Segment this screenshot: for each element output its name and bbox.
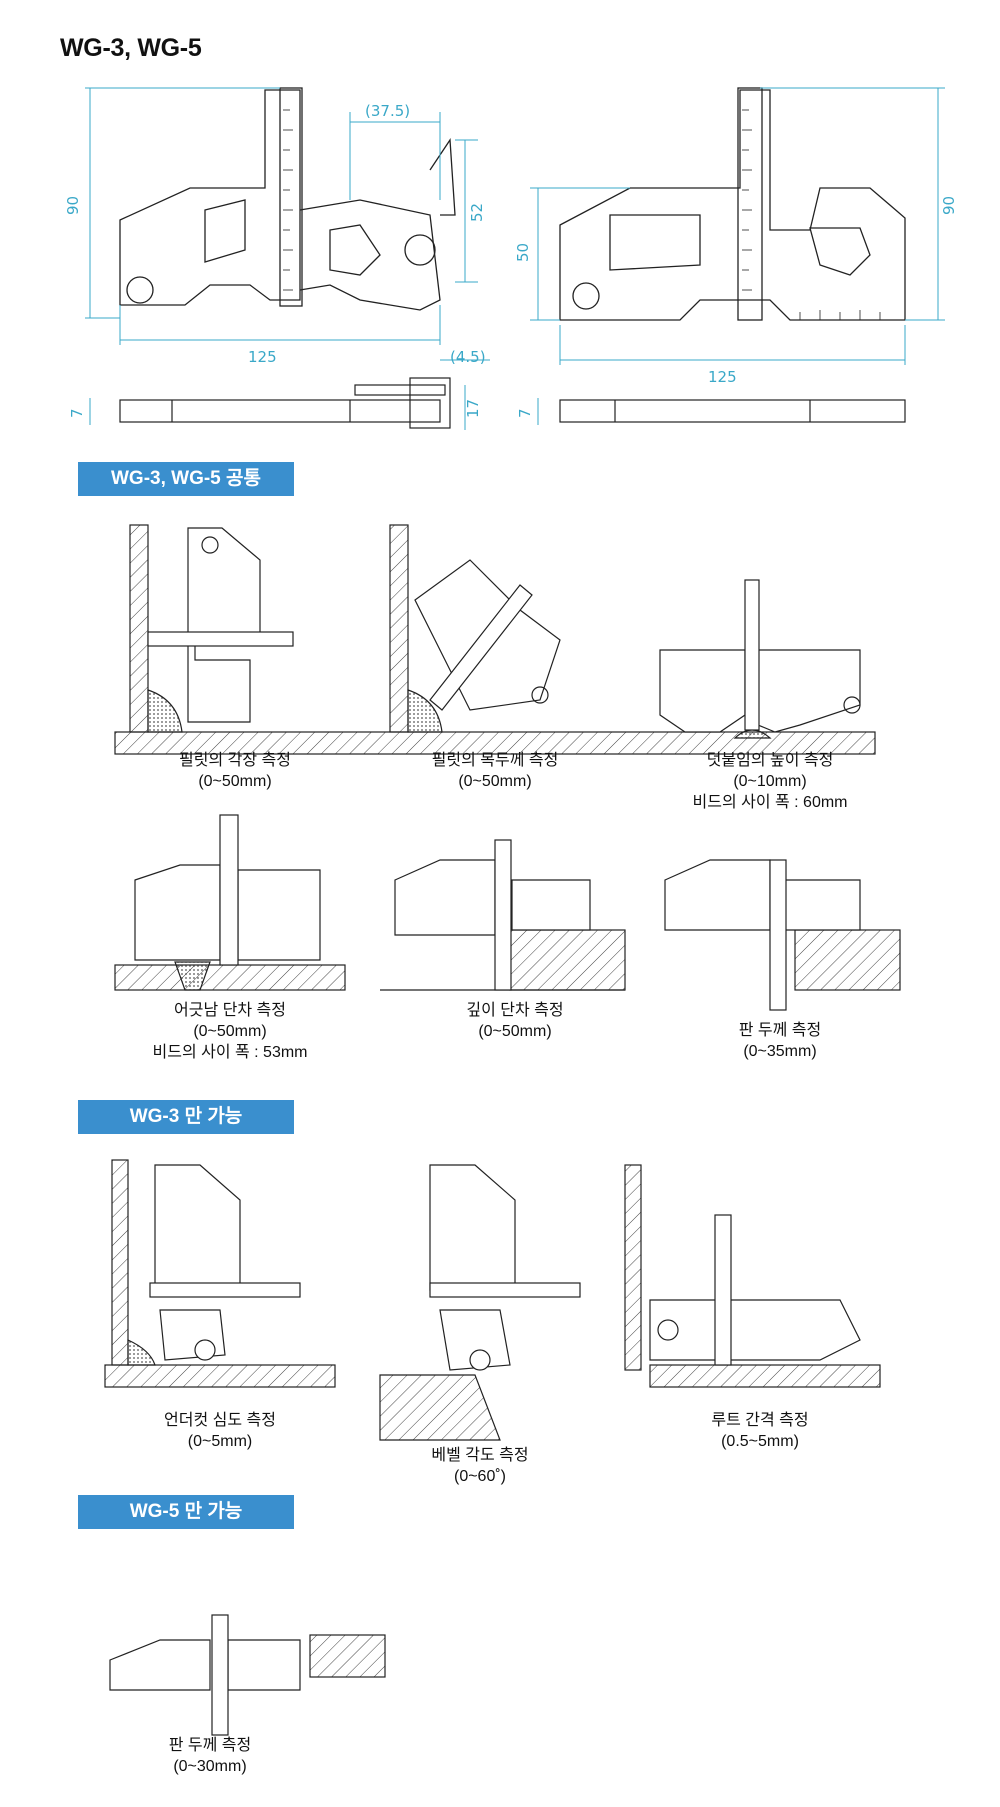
caption-range: (0~30mm) (173, 1758, 247, 1775)
dim-left-overhang: (4.5) (450, 348, 486, 366)
illus-depth-step (380, 839, 626, 991)
section-band-wg5-only: WG-5 만 가능 (78, 1495, 294, 1529)
caption-title: 언더컷 심도 측정 (164, 1412, 276, 1429)
wg3-front-view (119, 87, 456, 311)
illus-plate-thickness-wg5 (109, 1614, 386, 1736)
dim-left-height: 90 (64, 196, 82, 215)
dim-right-height-left: 50 (514, 243, 532, 262)
section-band-wg3-only: WG-3 만 가능 (78, 1100, 294, 1134)
dim-right-thickness: 7 (516, 408, 534, 418)
caption-range: (0~50mm) (478, 1023, 552, 1040)
caption-title: 어긋남 단차 측정 (174, 1002, 286, 1019)
caption-note: 비드의 사이 폭 : 60mm (692, 794, 848, 811)
wg5-front-view (559, 87, 906, 321)
wg3-side-view (119, 377, 451, 429)
caption-title: 깊이 단차 측정 (466, 1002, 564, 1019)
wg5-side-view (559, 399, 906, 423)
dim-left-thickness: 7 (68, 408, 86, 418)
illus-undercut (104, 1159, 336, 1388)
wg5-ruler-ticks (742, 109, 881, 320)
caption-range: (0~50mm) (458, 773, 532, 790)
caption-depth-step: 깊이 단차 측정 (0~50mm) (430, 1000, 600, 1042)
illus-misalignment (114, 814, 346, 991)
illus-bevel-angle (379, 1164, 581, 1441)
dim-right-height-right: 90 (940, 196, 958, 215)
dim-left-right-height: 52 (468, 203, 486, 222)
page-title: WG-3, WG-5 (60, 34, 202, 62)
wg5-dimension-lines (530, 87, 945, 425)
caption-title: 베벨 각도 측정 (431, 1447, 529, 1464)
wg3-dimension-lines (85, 87, 490, 430)
caption-title: 필릿의 각장 측정 (179, 752, 291, 769)
caption-plate-thickness-wg5: 판 두께 측정 (0~30mm) (130, 1735, 290, 1777)
caption-range: (0~5mm) (187, 1433, 253, 1450)
caption-note: 비드의 사이 폭 : 53mm (152, 1044, 308, 1061)
caption-range: (0~50mm) (198, 773, 272, 790)
dim-left-width: 125 (248, 348, 277, 366)
caption-root-gap: 루트 간격 측정 (0.5~5mm) (675, 1410, 845, 1452)
caption-plate-thickness: 판 두께 측정 (0~35mm) (700, 1020, 860, 1062)
caption-misalignment: 어긋남 단차 측정 (0~50mm) 비드의 사이 폭 : 53mm (130, 1000, 330, 1063)
caption-title: 덧붙임의 높이 측정 (706, 752, 834, 769)
caption-fillet-leg: 필릿의 각장 측정 (0~50mm) (140, 750, 330, 792)
illus-plate-thickness (664, 859, 901, 1011)
caption-title: 판 두께 측정 (738, 1022, 822, 1039)
caption-title: 판 두께 측정 (168, 1737, 252, 1754)
caption-range: (0~35mm) (743, 1043, 817, 1060)
illus-root-gap (624, 1164, 881, 1388)
caption-bevel-angle: 베벨 각도 측정 (0~60˚) (395, 1445, 565, 1487)
caption-fillet-throat: 필릿의 목두께 측정 (0~50mm) (395, 750, 595, 792)
caption-range: (0~60˚) (453, 1468, 507, 1485)
caption-undercut: 언더컷 심도 측정 (0~5mm) (130, 1410, 310, 1452)
caption-range: (0.5~5mm) (721, 1433, 799, 1450)
wg3-ruler-ticks (283, 109, 293, 291)
illus-reinforcement (659, 579, 861, 739)
caption-title: 필릿의 목두께 측정 (431, 752, 559, 769)
dim-right-width: 125 (708, 368, 737, 386)
illus-fillet-throat (389, 524, 561, 733)
dim-left-offset: (37.5) (365, 102, 410, 120)
caption-range: (0~50mm) (193, 1023, 267, 1040)
caption-title: 루트 간격 측정 (711, 1412, 809, 1429)
caption-reinforcement: 덧붙임의 높이 측정 (0~10mm) 비드의 사이 폭 : 60mm (665, 750, 875, 813)
caption-range: (0~10mm) (733, 773, 807, 790)
dim-left-thickness-total: 17 (464, 399, 482, 418)
illus-fillet-leg (114, 524, 876, 755)
section-band-common: WG-3, WG-5 공통 (78, 462, 294, 496)
